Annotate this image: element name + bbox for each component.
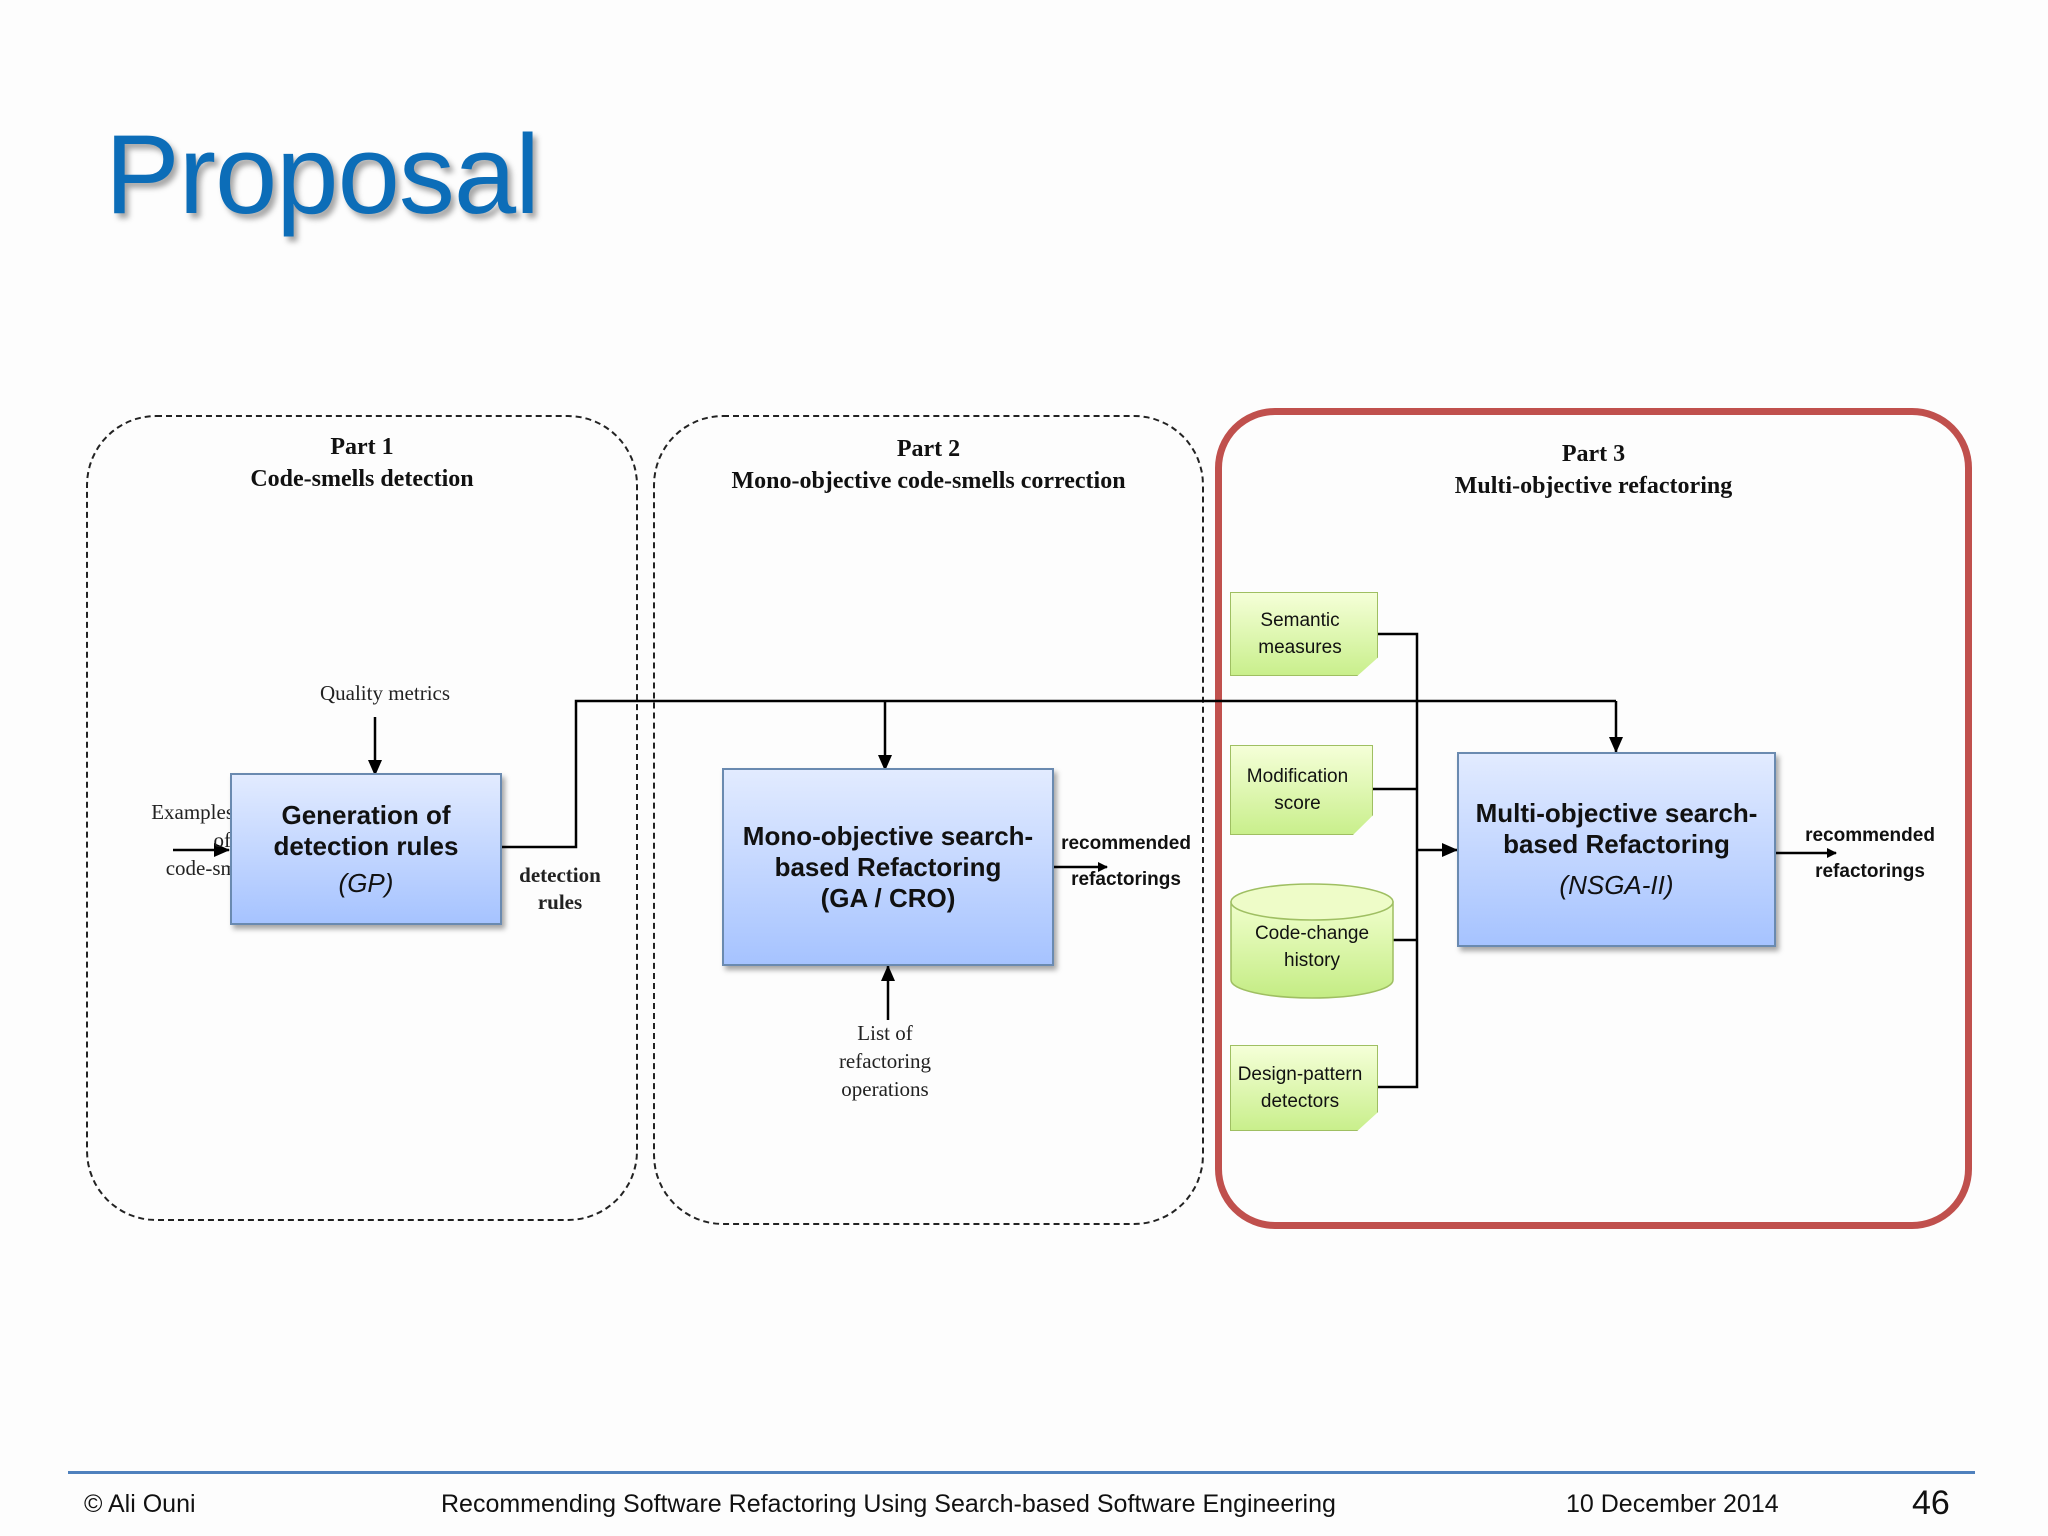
part-2-subtitle: Mono-objective code-smells correction <box>731 468 1126 494</box>
generation-method: (GP) <box>338 867 394 898</box>
part-1-container: Part 1 Code-smells detection <box>86 415 638 1221</box>
quality-metrics-label: Quality metrics <box>319 681 451 705</box>
mono-recommended-refactorings-label: recommended refactorings <box>1053 826 1199 898</box>
multi-method: (NSGA-II) <box>1559 870 1674 900</box>
list-of-refactoring-operations-label: List of refactoring operations <box>790 1019 980 1103</box>
code-change-line-2: history <box>1284 950 1340 971</box>
multi-title-line-2: based Refactoring <box>1503 829 1730 859</box>
slide-title: Proposal <box>105 112 540 237</box>
mono-title-line-1: Mono-objective search- <box>742 820 1034 851</box>
detection-rules-line-1: detection <box>519 863 601 887</box>
mono-title-line-3: (GA / CRO) <box>820 882 956 913</box>
footer-talk-title: Recommending Software Refactoring Using … <box>441 1490 1336 1518</box>
generation-title-line-1: Generation of <box>281 799 451 830</box>
semantic-line-2: measures <box>1258 637 1342 658</box>
list-line-2: refactoring <box>838 1049 932 1073</box>
line-detection-rules <box>502 699 1616 849</box>
list-line-1: List of <box>857 1021 913 1045</box>
part-3-subtitle: Multi-objective refactoring <box>1454 473 1733 499</box>
semantic-measures-note: Semantic measures <box>1230 592 1378 676</box>
generation-title-line-2: detection rules <box>273 830 459 861</box>
multi-output-line-2: refactorings <box>1815 861 1925 882</box>
mono-output-line-2: refactorings <box>1071 869 1181 890</box>
footer-author: © Ali Ouni <box>84 1490 196 1518</box>
examples-of-code-smells-label: Examples of code-smells <box>84 798 266 882</box>
footer-rule <box>68 1471 1975 1474</box>
multi-title-line-1: Multi-objective search- <box>1475 798 1758 828</box>
detection-rules-label: detection rules <box>500 862 620 916</box>
modification-line-2: score <box>1274 793 1321 814</box>
design-pattern-line-2: detectors <box>1260 1091 1340 1112</box>
multi-recommended-refactorings-label: recommended refactorings <box>1795 818 1945 890</box>
list-line-3: operations <box>841 1077 929 1101</box>
mono-title-line-2: based Refactoring <box>774 851 1002 882</box>
examples-line-1: Examples <box>151 800 234 824</box>
code-change-history-cylinder <box>1230 883 1394 999</box>
design-pattern-line-1: Design-pattern <box>1237 1064 1363 1085</box>
semantic-line-1: Semantic <box>1260 610 1340 631</box>
generation-of-detection-rules-box: Generation of detection rules (GP) <box>230 773 502 925</box>
part-2-container: Part 2 Mono-objective code-smells correc… <box>653 415 1204 1225</box>
part-1-subtitle: Code-smells detection <box>250 466 474 492</box>
detection-rules-line-2: rules <box>537 890 583 914</box>
design-pattern-detectors-note: Design-pattern detectors <box>1230 1045 1378 1131</box>
part-3-title: Part 3 <box>1561 441 1626 467</box>
modification-line-1: Modification <box>1246 766 1349 787</box>
examples-line-2: of <box>213 828 232 852</box>
footer-page-number: 46 <box>1912 1484 1950 1522</box>
code-change-line-1: Code-change <box>1254 923 1370 944</box>
mono-output-line-1: recommended <box>1061 833 1191 854</box>
multi-objective-refactoring-box: Multi-objective search- based Refactorin… <box>1457 752 1776 947</box>
line-semantic <box>1378 632 1419 1089</box>
modification-score-note: Modification score <box>1230 745 1373 835</box>
footer-date: 10 December 2014 <box>1566 1490 1779 1518</box>
mono-objective-refactoring-box: Mono-objective search- based Refactoring… <box>722 768 1054 966</box>
multi-output-line-1: recommended <box>1805 825 1935 846</box>
code-change-history-label: Code-change history <box>1231 920 1393 974</box>
part-2-title: Part 2 <box>896 436 961 462</box>
part-3-container: Part 3 Multi-objective refactoring <box>1215 408 1972 1229</box>
part-1-title: Part 1 <box>330 434 394 460</box>
